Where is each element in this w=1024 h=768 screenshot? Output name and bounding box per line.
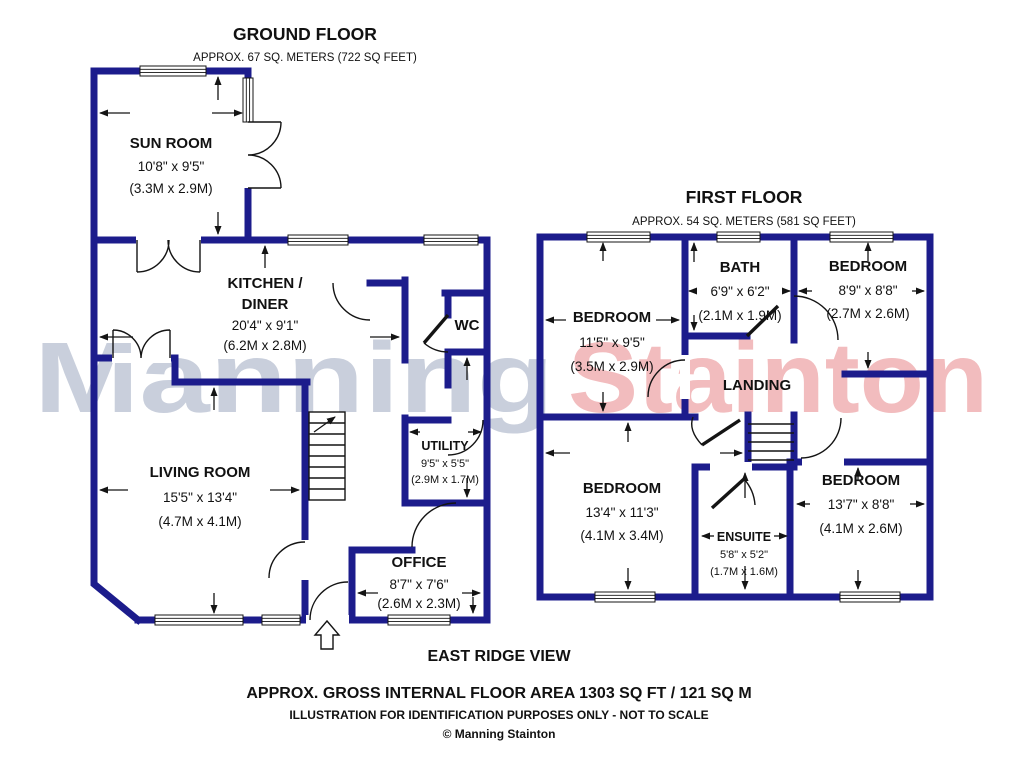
first-floor-stairs	[748, 423, 794, 461]
svg-text:9'5" x 5'5": 9'5" x 5'5"	[421, 458, 469, 470]
sunroom-patio-doors	[247, 121, 282, 189]
entrance-arrow-icon	[313, 619, 341, 650]
bedroom3-label: BEDROOM 13'4" x 11'3" (4.1M x 3.4M)	[580, 480, 663, 543]
first-floor-subtitle: APPROX. 54 SQ. METERS (581 SQ FEET)	[632, 216, 856, 228]
first-floor-windows	[586, 231, 901, 603]
bedroom1-door-opening	[680, 355, 690, 399]
ground-floor-windows	[139, 65, 479, 626]
bedroom3-door-leaf	[701, 418, 741, 447]
kitchen-corridor-door-arc	[332, 282, 371, 321]
svg-text:LIVING ROOM: LIVING ROOM	[150, 464, 251, 481]
front-door-arc	[309, 581, 349, 621]
svg-text:6'9" x 6'2": 6'9" x 6'2"	[710, 284, 769, 299]
property-address: EAST RIDGE VIEW	[427, 648, 571, 665]
living-room-label: LIVING ROOM 15'5" x 13'4" (4.7M x 4.1M)	[150, 464, 251, 529]
svg-text:ENSUITE: ENSUITE	[717, 530, 771, 544]
utility-label: UTILITY 9'5" x 5'5" (2.9M x 1.7M)	[411, 439, 479, 486]
ensuite-label: ENSUITE 5'8" x 5'2" (1.7M x 1.6M)	[710, 530, 778, 578]
ground-floor-plan: GROUND FLOOR APPROX. 67 SQ. METERS (722 …	[90, 24, 491, 650]
bedroom4-label: BEDROOM 13'7" x 8'8" (4.1M x 2.6M)	[819, 472, 902, 536]
ground-floor-stairs	[308, 411, 346, 501]
svg-text:DINER: DINER	[242, 296, 289, 313]
first-floor-plan: FIRST FLOOR APPROX. 54 SQ. METERS (581 S…	[536, 187, 934, 603]
bedroom2-door-arc	[793, 295, 839, 341]
first-floor-title: FIRST FLOOR	[686, 187, 803, 207]
office-door-arc	[411, 502, 457, 548]
svg-text:BEDROOM: BEDROOM	[829, 258, 907, 275]
bedroom1-door-arc	[647, 359, 686, 398]
svg-text:(4.1M x 2.6M): (4.1M x 2.6M)	[819, 521, 902, 536]
ensuite-door-leaf	[710, 477, 746, 510]
footer: EAST RIDGE VIEW APPROX. GROSS INTERNAL F…	[246, 648, 751, 741]
ground-floor-doors	[112, 121, 484, 650]
svg-text:13'7" x 8'8": 13'7" x 8'8"	[828, 497, 895, 512]
kitchen-living-french-doors	[112, 329, 171, 359]
svg-text:BEDROOM: BEDROOM	[573, 309, 651, 326]
bath-door-leaf	[745, 304, 780, 338]
ground-floor-title: GROUND FLOOR	[233, 24, 377, 44]
front-door-opening	[306, 615, 349, 625]
svg-text:OFFICE: OFFICE	[392, 554, 447, 571]
svg-text:(2.1M x 1.9M): (2.1M x 1.9M)	[698, 308, 781, 323]
svg-text:5'8" x 5'2": 5'8" x 5'2"	[720, 549, 768, 561]
utility-door-arc	[447, 419, 484, 456]
svg-text:13'4" x 11'3": 13'4" x 11'3"	[585, 505, 658, 520]
svg-text:15'5" x 13'4": 15'5" x 13'4"	[163, 490, 237, 505]
landing-label: LANDING	[723, 377, 791, 394]
svg-text:10'8" x 9'5": 10'8" x 9'5"	[138, 159, 205, 174]
living-hall-door-opening	[300, 540, 310, 580]
wc-door-leaf	[422, 313, 450, 345]
ground-floor-subtitle: APPROX. 67 SQ. METERS (722 SQ FEET)	[193, 52, 417, 64]
bath-label: BATH 6'9" x 6'2" (2.1M x 1.9M)	[698, 259, 781, 323]
svg-text:20'4" x 9'1": 20'4" x 9'1"	[232, 318, 299, 333]
wc-label: WC	[455, 317, 480, 334]
svg-text:(2.7M x 2.6M): (2.7M x 2.6M)	[826, 306, 909, 321]
svg-text:(1.7M x 1.6M): (1.7M x 1.6M)	[710, 566, 778, 578]
bedroom4-door-opening	[802, 457, 844, 467]
svg-text:SUN ROOM: SUN ROOM	[130, 135, 213, 152]
svg-text:LANDING: LANDING	[723, 377, 791, 394]
svg-text:(6.2M x 2.8M): (6.2M x 2.8M)	[223, 338, 306, 353]
svg-text:BEDROOM: BEDROOM	[822, 472, 900, 489]
first-floor-doors	[647, 295, 842, 510]
svg-text:WC: WC	[455, 317, 480, 334]
svg-text:(3.3M x 2.9M): (3.3M x 2.9M)	[129, 181, 212, 196]
bedroom4-door-arc	[800, 417, 842, 459]
svg-text:11'5" x 9'5": 11'5" x 9'5"	[579, 335, 645, 350]
bedroom2-label: BEDROOM 8'9" x 8'8" (2.7M x 2.6M)	[826, 258, 909, 321]
svg-text:BEDROOM: BEDROOM	[583, 480, 661, 497]
ensuite-door-opening	[710, 462, 752, 472]
svg-text:8'7" x 7'6": 8'7" x 7'6"	[389, 577, 448, 592]
sunroom-kitchen-french-doors	[136, 239, 201, 273]
ground-floor-dimension-arrows	[99, 76, 482, 614]
bedroom1-label: BEDROOM 11'5" x 9'5" (3.5M x 2.9M)	[570, 309, 653, 374]
sunroom-patio-door-opening	[243, 120, 253, 188]
svg-text:(2.9M x 1.7M): (2.9M x 1.7M)	[411, 474, 479, 486]
svg-text:UTILITY: UTILITY	[421, 439, 469, 453]
living-door-arc	[268, 541, 306, 579]
svg-text:(2.6M x 2.3M): (2.6M x 2.3M)	[377, 596, 460, 611]
svg-text:(4.1M x 3.4M): (4.1M x 3.4M)	[580, 528, 663, 543]
svg-text:(4.7M x 4.1M): (4.7M x 4.1M)	[158, 514, 241, 529]
svg-text:KITCHEN /: KITCHEN /	[228, 275, 304, 292]
kitchen-diner-label: KITCHEN / DINER 20'4" x 9'1" (6.2M x 2.8…	[223, 275, 306, 353]
office-label: OFFICE 8'7" x 7'6" (2.6M x 2.3M)	[377, 554, 460, 611]
gross-area-text: APPROX. GROSS INTERNAL FLOOR AREA 1303 S…	[246, 685, 751, 702]
sun-room-label: SUN ROOM 10'8" x 9'5" (3.3M x 2.9M)	[129, 135, 212, 196]
svg-text:(3.5M x 2.9M): (3.5M x 2.9M)	[570, 359, 653, 374]
first-floor-dimension-arrows	[545, 242, 925, 590]
disclaimer-text: ILLUSTRATION FOR IDENTIFICATION PURPOSES…	[289, 708, 708, 722]
copyright-text: © Manning Stainton	[443, 727, 556, 741]
svg-text:BATH: BATH	[720, 259, 761, 276]
svg-text:8'9" x 8'8": 8'9" x 8'8"	[838, 283, 897, 298]
bedroom3-door-arc	[690, 416, 703, 446]
wc-door-arc	[423, 342, 449, 353]
